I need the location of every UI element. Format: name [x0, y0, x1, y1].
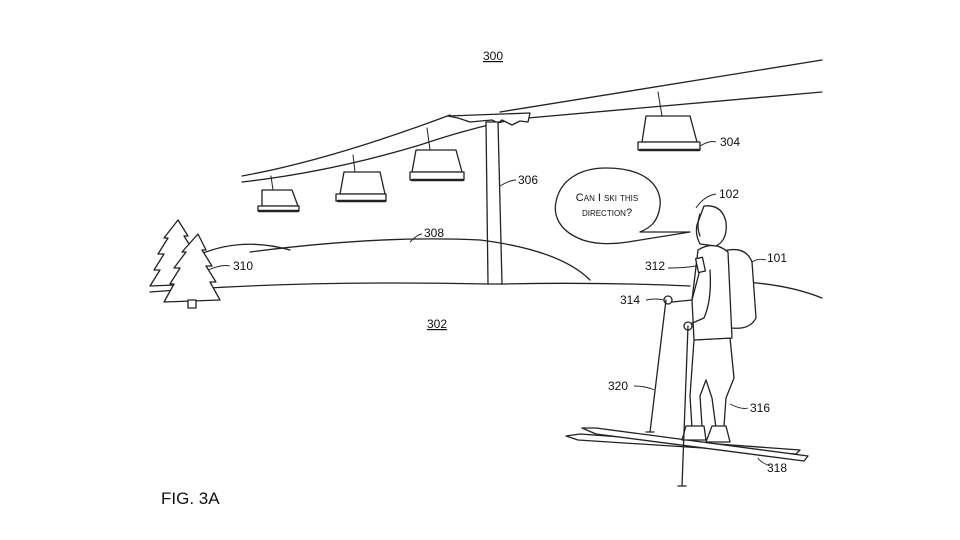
- label-318: 318: [767, 461, 787, 475]
- leader-lines: [207, 141, 771, 467]
- label-312: 312: [645, 259, 665, 273]
- label-320: 320: [608, 379, 628, 393]
- label-101: 101: [767, 251, 787, 265]
- label-306: 306: [518, 173, 538, 187]
- label-102: 102: [719, 187, 739, 201]
- bubble-line-1: Can I ski this: [576, 192, 638, 204]
- trees-310: [149, 219, 221, 309]
- hill-308: [149, 238, 823, 299]
- chair-3: [409, 127, 465, 182]
- lift-tower: [447, 112, 531, 285]
- figure-title: FIG. 3A: [161, 489, 220, 508]
- ski-right: [581, 427, 809, 462]
- speech-bubble: Can I ski this direction?: [554, 167, 691, 245]
- lift-cables: [241, 59, 823, 183]
- label-314: 314: [620, 293, 640, 307]
- ski-poles: [645, 299, 689, 487]
- label-308: 308: [424, 226, 444, 240]
- label-304: 304: [720, 135, 740, 149]
- pole-front: [681, 325, 689, 487]
- chair-304: [637, 91, 701, 152]
- label-310: 310: [233, 259, 253, 273]
- label-316: 316: [750, 401, 770, 415]
- label-302: 302: [427, 317, 447, 331]
- bubble-line-2: direction?: [582, 207, 632, 219]
- chair-2: [335, 154, 387, 203]
- label-300: 300: [483, 49, 503, 63]
- device-312: [694, 256, 707, 274]
- pole-320: [649, 299, 667, 433]
- chair-1: [257, 175, 300, 213]
